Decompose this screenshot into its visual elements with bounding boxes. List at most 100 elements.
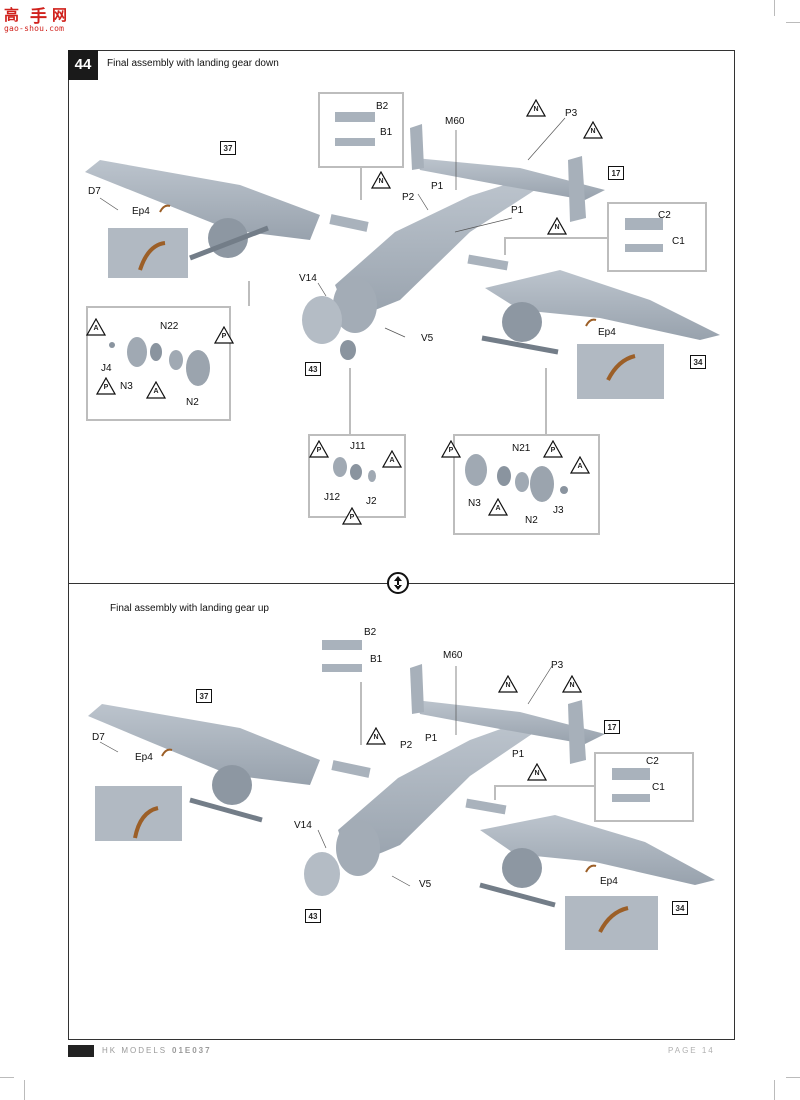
- leader-line: [317, 282, 327, 297]
- tail-fin-right: [568, 156, 586, 222]
- marker-n: N: [365, 726, 387, 745]
- label-b1: B1: [380, 127, 393, 138]
- nose-cap-up: [304, 852, 340, 896]
- detail-box-tail-doors: [607, 202, 707, 272]
- step-ref-43: 43: [305, 362, 321, 376]
- part-c2: [625, 218, 663, 230]
- label-v5: V5: [421, 333, 434, 344]
- fuselage: [335, 180, 535, 320]
- right-inset-fairing: [606, 354, 636, 381]
- marker-n: N: [582, 120, 604, 139]
- nose-wheel: [340, 340, 356, 360]
- marker-a: A: [145, 380, 167, 399]
- ep4-part-right-up: [585, 864, 597, 873]
- marker-p: P: [440, 439, 462, 458]
- crop-mark: [0, 1077, 14, 1078]
- label-p1: P1: [431, 181, 444, 192]
- label-p1-up: P1: [425, 733, 438, 744]
- tail-plane-up: [415, 700, 605, 744]
- label-p1-second-up: P1: [512, 749, 525, 760]
- step-number: 44: [68, 50, 98, 80]
- label-n22: N22: [160, 321, 179, 332]
- ep4-part-left-up: [161, 748, 173, 757]
- marker-a: A: [85, 317, 107, 336]
- part-j11: [333, 457, 347, 477]
- leader-line: [317, 829, 327, 849]
- right-wing-up: [480, 815, 715, 885]
- part-b1-up: [322, 664, 362, 672]
- label-ep4-right: Ep4: [598, 327, 616, 338]
- tail-door-part-up: [465, 798, 507, 815]
- part-b2: [335, 112, 375, 122]
- part-n3: [127, 337, 147, 367]
- leader-line: [454, 217, 513, 233]
- label-n2-right: N2: [525, 515, 538, 526]
- crop-mark: [786, 1077, 800, 1078]
- label-j2: J2: [366, 496, 377, 507]
- marker-n: N: [526, 762, 548, 781]
- leader-line: [391, 875, 411, 887]
- left-engine-up: [212, 765, 252, 805]
- right-propeller-up: [479, 882, 556, 908]
- label-j3: J3: [553, 505, 564, 516]
- label-ep4-right-up: Ep4: [600, 876, 618, 887]
- crop-mark: [24, 1080, 25, 1100]
- marker-n: N: [546, 216, 568, 235]
- label-b2: B2: [376, 101, 389, 112]
- part-n3-right: [465, 454, 487, 486]
- footer-brand: HK MODELS: [102, 1046, 168, 1055]
- section-title-gear-down: Final assembly with landing gear down: [107, 58, 279, 69]
- arrow-tail-doors-up: [494, 785, 594, 800]
- marker-n: N: [525, 98, 547, 117]
- label-d7: D7: [88, 186, 101, 197]
- label-v14-up: V14: [294, 820, 312, 831]
- leader-line: [384, 327, 406, 338]
- marker-p: P: [542, 439, 564, 458]
- aircraft-gear-up: [88, 640, 715, 950]
- label-j12: J12: [324, 492, 341, 503]
- left-wing-up: [88, 704, 320, 785]
- label-n3-right: N3: [468, 498, 481, 509]
- label-c2-up: C2: [646, 756, 659, 767]
- label-b1-up: B1: [370, 654, 383, 665]
- label-c1: C1: [672, 236, 685, 247]
- label-d7-up: D7: [92, 732, 105, 743]
- label-v14: V14: [299, 273, 317, 284]
- part-c1: [625, 244, 663, 252]
- watermark-char-2: 手: [30, 7, 47, 27]
- part-n2-left: [169, 350, 183, 370]
- right-wing-detail-inset: [577, 344, 664, 399]
- step-ref-17-up: 17: [604, 720, 620, 734]
- marker-p: P: [341, 506, 363, 525]
- part-c2-up: [612, 768, 650, 780]
- fuselage-up: [338, 722, 535, 866]
- bomb-door-part: [329, 214, 369, 232]
- label-p2: P2: [402, 192, 415, 203]
- right-inset-fairing-up: [598, 906, 629, 933]
- part-j2: [368, 470, 376, 482]
- part-j12: [350, 464, 362, 480]
- label-n3-left: N3: [120, 381, 133, 392]
- label-b2-up: B2: [364, 627, 377, 638]
- part-n22: [150, 343, 162, 361]
- watermark-logo: 高 手 网 gao-shou.com: [4, 4, 72, 40]
- label-p2-up: P2: [400, 740, 413, 751]
- tail-fin-left: [410, 124, 424, 170]
- ep4-part-right: [585, 318, 597, 327]
- marker-a: A: [381, 449, 403, 468]
- label-j4: J4: [101, 363, 112, 374]
- ep4-part-left: [159, 204, 171, 213]
- detail-box-tail-doors-lower: [594, 752, 694, 822]
- step-ref-34: 34: [690, 355, 706, 369]
- marker-n: N: [497, 674, 519, 693]
- left-propeller-up: [189, 797, 263, 823]
- step-ref-37-up: 37: [196, 689, 212, 703]
- footer-code: 01E037: [172, 1046, 212, 1055]
- label-v5-up: V5: [419, 879, 432, 890]
- brand-logo: [68, 1045, 94, 1057]
- right-wing: [485, 270, 720, 340]
- step-ref-34-up: 34: [672, 901, 688, 915]
- watermark-char-3: 网: [52, 6, 68, 24]
- step-ref-37: 37: [220, 141, 236, 155]
- tail-door-part: [467, 254, 509, 271]
